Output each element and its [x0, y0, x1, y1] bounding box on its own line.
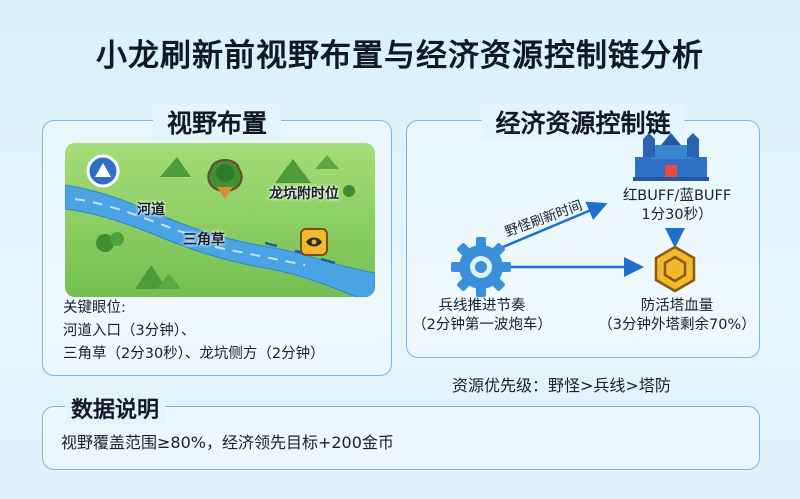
- economy-panel: 经济资源控制链: [406, 104, 760, 358]
- gear-icon: [451, 237, 511, 297]
- map-illustration: [65, 143, 375, 297]
- data-description: 视野覆盖范围≥80%，经济领先目标+200金币: [61, 433, 394, 452]
- data-panel: 数据说明 视野覆盖范围≥80%，经济领先目标+200金币: [42, 392, 760, 470]
- key-ward-line: 三角草（2分30秒）、龙坑侧方（2分钟）: [63, 346, 325, 362]
- page-title: 小龙刷新前视野布置与经济资源控制链分析: [96, 38, 704, 74]
- key-ward-line: 河道入口（3分钟）、: [63, 323, 196, 339]
- minion-node-label: 兵线推进节奏 （2分钟第一波炮车）: [412, 298, 552, 333]
- tower-icon: [654, 245, 696, 293]
- vision-panel: 视野布置: [42, 104, 393, 376]
- resource-priority: 资源优先级：野怪>兵线>塔防: [452, 376, 671, 395]
- tower-node-label: 防活塔血量 （3分钟外塔剩余70%）: [598, 298, 756, 333]
- key-ward-title: 关键眼位:: [63, 300, 126, 316]
- arrow-to-buff: [502, 201, 608, 249]
- map-label-triangle: 三角草: [183, 232, 225, 248]
- map-label-dragon-pit: 龙坑附时位: [269, 186, 339, 202]
- mountain-icon: [275, 159, 311, 183]
- data-panel-title: 数据说明: [65, 392, 166, 424]
- economy-diagram: [451, 133, 709, 297]
- buff-node-label: 红BUFF/蓝BUFF 1分30秒）: [622, 188, 732, 223]
- ward-pin-icon: [86, 154, 120, 188]
- castle-icon: [633, 133, 709, 181]
- mountain-icon: [135, 265, 167, 289]
- tree-ward-icon: [207, 159, 243, 199]
- vision-map: 河道 三角草 龙坑附时位: [65, 143, 375, 297]
- map-label-river: 河道: [137, 202, 165, 218]
- vision-panel-title: 视野布置: [152, 104, 282, 140]
- mountain-icon: [160, 157, 191, 177]
- river-shape: [65, 184, 375, 297]
- eye-ward-icon: [300, 228, 328, 256]
- key-ward-list: 关键眼位: 河道入口（3分钟）、 三角草（2分30秒）、龙坑侧方（2分钟）: [63, 297, 393, 366]
- mountain-icon: [157, 273, 181, 289]
- economy-panel-title: 经济资源控制链: [481, 104, 685, 140]
- mountain-icon: [315, 155, 339, 169]
